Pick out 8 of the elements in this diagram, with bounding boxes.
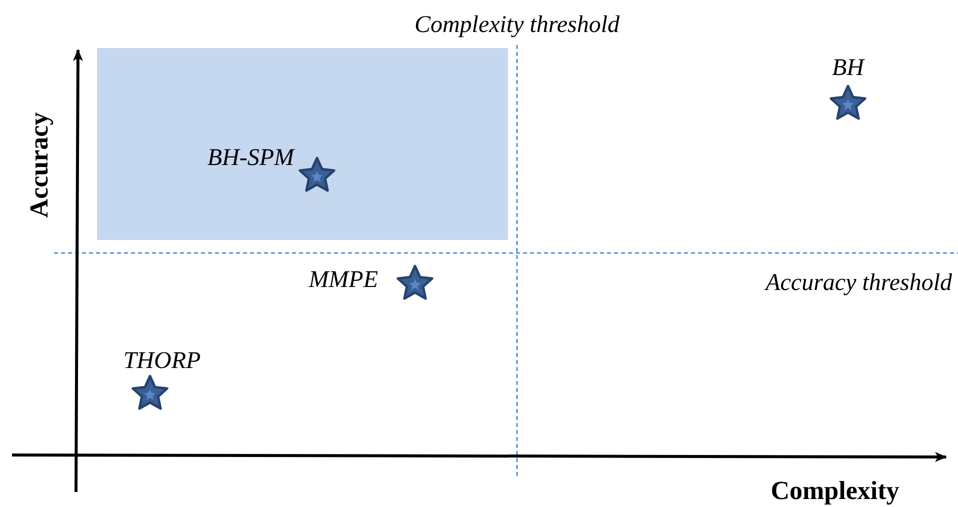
axis-label: Complexity — [770, 478, 900, 504]
point-label: THORP — [123, 349, 201, 373]
point-label: BH — [832, 56, 864, 80]
axis-label: Accuracy — [27, 112, 53, 218]
threshold-label: Complexity threshold — [414, 13, 620, 37]
threshold-label: Accuracy threshold — [766, 271, 952, 295]
point-label: BH-SPM — [207, 146, 294, 170]
point-label: MMPE — [308, 268, 378, 292]
